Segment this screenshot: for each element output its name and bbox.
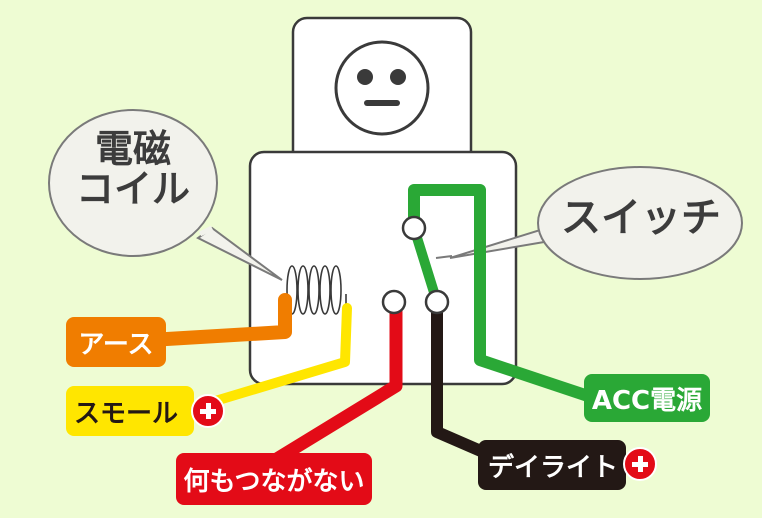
switch-arm <box>409 223 442 307</box>
wire-earth <box>143 293 292 347</box>
coil-bubble <box>48 109 283 281</box>
label-none: 何もつながない <box>176 453 372 505</box>
label-daylight: デイライト <box>478 440 626 490</box>
coil-bubble-label: 電磁 コイル <box>70 127 196 211</box>
wire-small <box>187 303 352 413</box>
relay-body <box>248 150 518 386</box>
terminal-switch-common <box>401 215 427 241</box>
plus-icon <box>191 394 225 428</box>
switch-bubble-label: スイッチ <box>561 195 721 241</box>
label-small: スモール <box>66 386 194 436</box>
coil-bubble-line-1: 電磁 <box>94 127 171 171</box>
label-acc: ACC電源 <box>584 374 710 422</box>
wire-none <box>255 303 403 475</box>
terminal-no <box>424 289 450 315</box>
wire-acc <box>408 184 606 406</box>
terminal-nc <box>381 289 407 315</box>
label-earth: アース <box>66 317 166 367</box>
coil-bubble-line-2: コイル <box>75 166 190 211</box>
face-icon <box>334 40 430 136</box>
plus-icon <box>623 447 657 481</box>
